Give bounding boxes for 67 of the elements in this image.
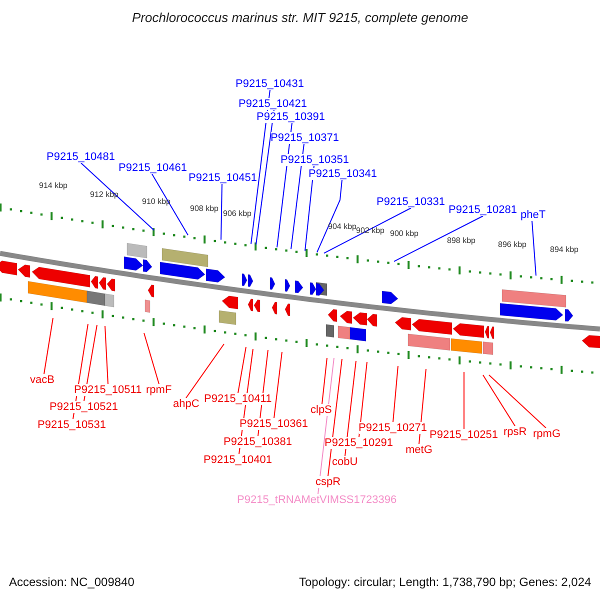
leader-line (104, 326, 108, 384)
leader-line (186, 344, 224, 398)
leader-line (322, 358, 328, 404)
scale-label: 898 kbp (447, 236, 476, 246)
gene-label: P9215_10411 (204, 393, 272, 405)
gene-label: P9215_10361 (240, 418, 308, 430)
gene-label: P9215_10391 (256, 111, 326, 123)
gene-label: P9215_10521 (50, 401, 118, 413)
leader-line (80, 162, 154, 231)
gene-label: P9215_10481 (46, 151, 116, 163)
gene-label: P9215_10511 (74, 384, 142, 396)
gene-label: P9215_10281 (448, 204, 518, 216)
leader-line (304, 166, 314, 252)
scale-label: 906 kbp (223, 208, 252, 219)
title: Prochlorococcus marinus str. MIT 9215, complete genome (132, 10, 468, 26)
gene-label: P9215_10341 (308, 168, 378, 180)
gene-label: rpsR (504, 426, 527, 438)
leader-line (532, 220, 536, 276)
gene-label: cspR (316, 476, 341, 488)
leader-line (220, 184, 222, 240)
gene-label: P9215_10371 (270, 132, 340, 144)
gene-label: rpmF (146, 384, 172, 396)
gene-label: P9215_tRNAMetVIMSS1723396 (237, 494, 397, 506)
gene-label: clpS (310, 404, 332, 416)
leader-line (324, 208, 412, 254)
gene-label: P9215_10451 (188, 172, 258, 184)
leader-line (238, 346, 246, 394)
gene-label: rpmG (533, 428, 560, 440)
leader-line (344, 360, 356, 456)
leader-line (256, 110, 274, 245)
leader-line (144, 332, 160, 384)
gene-label: P9215_10291 (324, 437, 394, 449)
scale-label: 904 kbp (328, 222, 356, 232)
gene-label: pheT (520, 209, 546, 221)
gene-label: P9215_10351 (280, 154, 350, 166)
leader-line (328, 358, 342, 476)
scale-label: 896 kbp (498, 240, 526, 250)
leader-line (316, 180, 342, 253)
leader-line (274, 352, 282, 418)
leader-line (318, 358, 334, 494)
gene-label: P9215_10251 (430, 429, 498, 441)
scale-label: 914 kbp (39, 181, 68, 192)
gene-label: P9215_10531 (38, 419, 106, 431)
gene-label: P9215_10461 (118, 162, 188, 174)
scale-label: 902 kbp (356, 226, 384, 236)
gene-label: P9215_10401 (204, 454, 272, 466)
gene-label: P9215_10421 (238, 98, 308, 110)
gene-label: P9215_10271 (358, 422, 428, 434)
scale-label: 908 kbp (190, 204, 218, 214)
gene-label: ahpC (173, 398, 200, 410)
gene-label: vacB (30, 374, 54, 386)
leader-line (44, 318, 54, 374)
leader-line (392, 366, 398, 422)
footer-text: Accession: NC_009840 (9, 575, 134, 589)
leader-line (482, 374, 516, 426)
gene-label: cobU (332, 456, 358, 468)
leader-line (290, 144, 304, 250)
scale-label: 894 kbp (550, 245, 578, 256)
scale-label: 900 kbp (390, 229, 418, 240)
gene-label: metG (406, 444, 432, 456)
gene-label: P9215_10381 (224, 436, 292, 448)
leader-line (394, 216, 484, 262)
gene-label: P9215_10331 (376, 196, 446, 208)
leader-line (488, 374, 546, 428)
leader-line (152, 174, 188, 236)
footer-text: Topology: circular; Length: 1,738,790 bp; Genes: 2,024 (299, 575, 592, 589)
gene-label: P9215_10431 (236, 78, 304, 90)
